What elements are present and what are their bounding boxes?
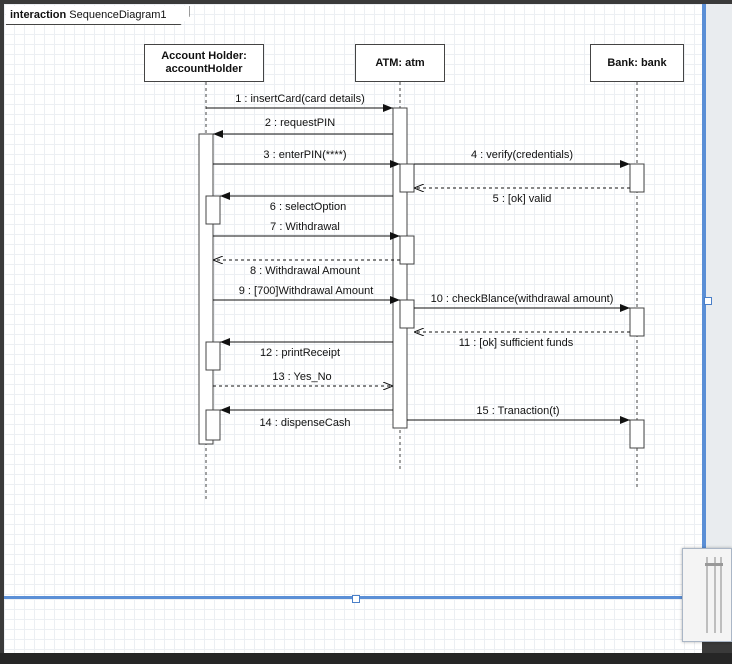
message-11-label: 11 : [ok] sufficient funds — [459, 337, 574, 349]
message-5-label: 5 : [ok] valid — [493, 193, 552, 205]
message-6-label: 6 : selectOption — [270, 201, 346, 213]
activation-bank-10[interactable] — [629, 307, 645, 337]
activation-bank-4[interactable] — [629, 163, 645, 193]
lower-canvas[interactable] — [4, 599, 702, 653]
resize-handle-right[interactable] — [704, 297, 712, 305]
resize-handle-bottom[interactable] — [352, 595, 360, 603]
lifeline-head-bank[interactable]: Bank: bank — [590, 44, 684, 82]
lifeline-holder-line2: accountHolder — [165, 63, 243, 75]
lifeline-head-atm[interactable]: ATM: atm — [355, 44, 445, 82]
message-3-label: 3 : enterPIN(****) — [263, 149, 346, 161]
message-7-label: 7 : Withdrawal — [270, 221, 340, 233]
message-4-label: 4 : verify(credentials) — [471, 149, 573, 161]
message-13-label: 13 : Yes_No — [272, 371, 331, 383]
lifeline-bank-line1: Bank: bank — [607, 56, 667, 69]
message-12-label: 12 : printReceipt — [260, 347, 340, 359]
activation-atm-3[interactable] — [399, 163, 415, 193]
frame-name: SequenceDiagram1 — [69, 9, 167, 21]
activation-atm-main[interactable] — [392, 107, 408, 429]
message-10-label: 10 : checkBlance(withdrawal amount) — [431, 293, 614, 305]
message-15-label: 15 : Tranaction(t) — [476, 405, 559, 417]
activation-holder-main[interactable] — [198, 133, 214, 445]
activation-holder-12[interactable] — [205, 341, 221, 371]
activation-bank-15[interactable] — [629, 419, 645, 449]
message-9-label: 9 : [700]Withdrawal Amount — [239, 285, 374, 297]
activation-holder-6[interactable] — [205, 195, 221, 225]
overview-thumbnail[interactable] — [682, 548, 732, 642]
lifeline-holder-line1: Account Holder: — [161, 50, 247, 62]
status-bar — [0, 653, 732, 664]
message-1-label: 1 : insertCard(card details) — [235, 93, 365, 105]
activation-holder-14[interactable] — [205, 409, 221, 441]
message-14-label: 14 : dispenseCash — [259, 417, 350, 429]
activation-atm-7[interactable] — [399, 235, 415, 265]
frame-label[interactable]: interaction SequenceDiagram1 — [6, 6, 190, 25]
frame-keyword: interaction — [10, 9, 67, 21]
lifeline-head-holder[interactable]: Account Holder:accountHolder — [144, 44, 264, 82]
message-2-label: 2 : requestPIN — [265, 117, 335, 129]
message-8-label: 8 : Withdrawal Amount — [250, 265, 360, 277]
lifeline-atm-line1: ATM: atm — [375, 56, 425, 69]
activation-atm-9[interactable] — [399, 299, 415, 329]
overview-thumbnail-lines — [705, 557, 723, 633]
